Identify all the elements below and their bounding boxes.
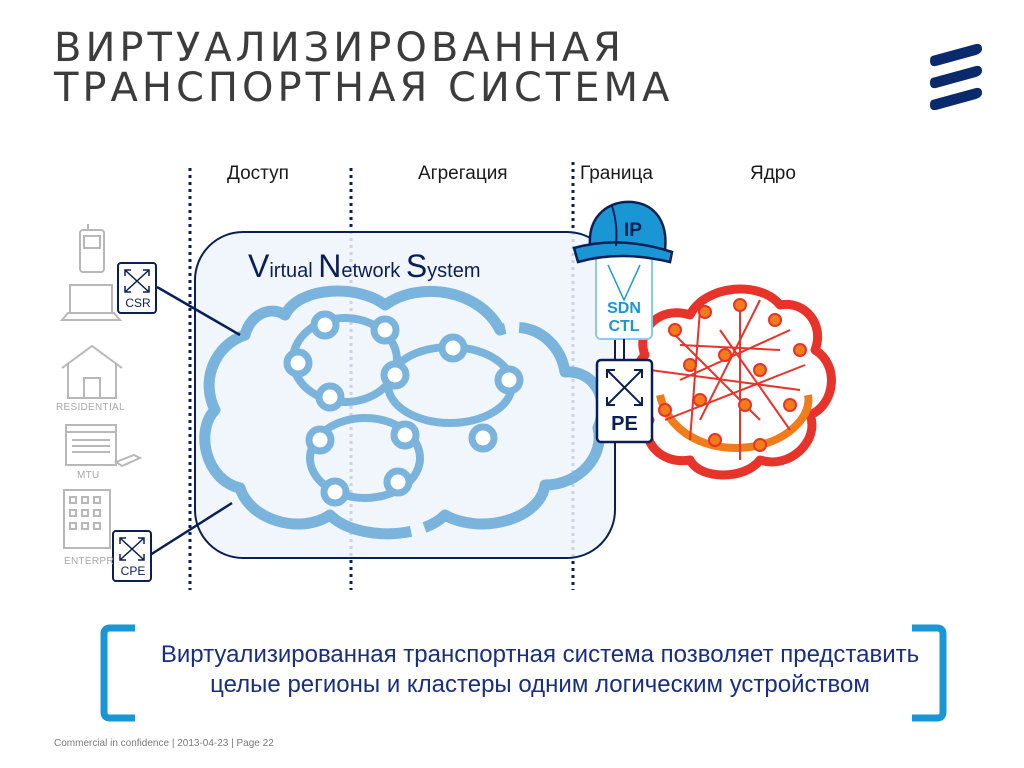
ring-node [370, 315, 400, 345]
ring-node [320, 477, 350, 507]
office-building-icon [63, 489, 111, 549]
cpe-link [149, 501, 233, 557]
ring-node [383, 467, 413, 497]
ring-node [468, 423, 498, 453]
ring-node [380, 360, 410, 390]
zone-aggregation-label: Агрегация [418, 163, 508, 184]
summary-quote: Виртуализированная транспортная система … [160, 641, 920, 698]
pe-router-icon [606, 369, 643, 406]
quote-bracket-right [912, 624, 947, 722]
csr-label: CSR [125, 296, 151, 310]
cpe-router-icon [119, 537, 145, 561]
title-line-2: ТРАНСПОРТНАЯ СИСТЕМА [54, 65, 674, 111]
ring-node [305, 425, 335, 455]
cpe-router-box [112, 530, 152, 582]
vns-label: Virtual Network System [248, 248, 481, 284]
ericsson-logo [930, 43, 982, 110]
sdn-funnel-icon [607, 264, 641, 302]
title-line-1: ВИРТУАЛИЗИРОВАННАЯ [54, 25, 625, 71]
csr-router-box [117, 262, 157, 314]
cpe-label: CPE [120, 564, 146, 578]
ctl-label: CTL [608, 318, 640, 335]
ring-node [438, 333, 468, 363]
quote-bracket-left [100, 624, 135, 722]
enterprise-label: ENTERPRISE [64, 556, 114, 567]
sdn-label: SDN [607, 300, 641, 317]
mtu-cabinet-icon [65, 424, 143, 468]
ring-node [494, 365, 524, 395]
pe-router-box [595, 358, 654, 444]
ring-node [315, 382, 345, 412]
mobile-phone-icon [79, 224, 105, 273]
core-network-cloud [629, 284, 836, 480]
zone-core-label: Ядро [750, 163, 796, 184]
sdn-ctl-label: SDN CTL [596, 300, 652, 336]
csr-link [156, 285, 241, 337]
hard-hat-icon [572, 200, 674, 264]
laptop-icon [59, 284, 123, 321]
csr-router-icon [124, 269, 150, 293]
ring-node [310, 310, 340, 340]
house-icon [61, 344, 123, 399]
cloud-outline [199, 285, 608, 540]
zone-access-label: Доступ [227, 163, 289, 184]
ring-nodes [283, 310, 524, 507]
page-title: ВИРТУАЛИЗИРОВАННАЯ ТРАНСПОРТНАЯ СИСТЕМА [54, 28, 673, 108]
zone-edge-label: Граница [580, 163, 653, 184]
page-footer: Commercial in confidence | 2013-04-23 | … [54, 738, 274, 749]
ip-label: IP [624, 220, 642, 241]
mtu-label: MTU [77, 470, 100, 481]
ring-node [390, 420, 420, 450]
ring-node [283, 348, 313, 378]
pe-label: PE [611, 413, 638, 435]
residential-label: RESIDENTIAL [56, 402, 125, 413]
